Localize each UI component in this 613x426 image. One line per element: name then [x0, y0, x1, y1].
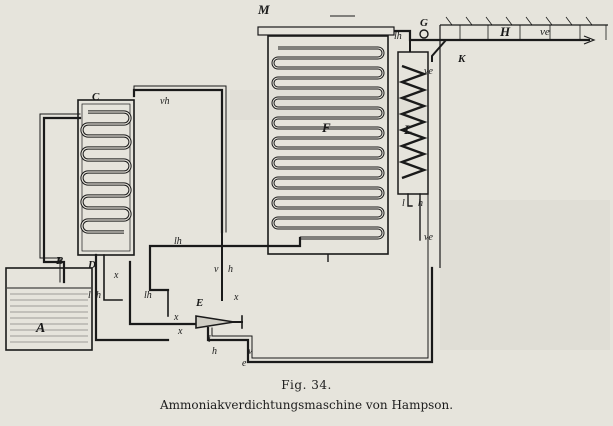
label-h-bottom: h — [212, 346, 217, 357]
label-ve-right: ve — [424, 232, 433, 243]
label-x-e3: x — [177, 326, 183, 337]
label-f: F — [321, 120, 331, 135]
label-h-right: h — [418, 198, 423, 209]
label-ve-top: ve — [540, 26, 550, 38]
figure-caption: Ammoniakverdichtungsmaschine von Hampson… — [159, 398, 454, 412]
label-g: G — [420, 17, 428, 29]
label-k: K — [457, 53, 466, 65]
top-piping — [257, 15, 608, 268]
label-h-mid: h — [228, 264, 233, 275]
label-a: A — [35, 321, 45, 336]
label-e-bottom: e — [242, 358, 247, 369]
figure-number: Fig. 34. — [281, 378, 332, 392]
label-e: E — [195, 297, 203, 309]
label-h: H — [499, 24, 511, 39]
label-v-bottom: v — [248, 346, 253, 357]
tank-a — [5, 267, 93, 351]
condenser-f — [267, 35, 389, 262]
background-text-bleed — [230, 90, 610, 350]
label-h-left: h — [96, 290, 101, 301]
diagram-labels: M G lh H ve K ve C vh F L l h ve A B D x… — [35, 2, 550, 369]
label-lh-left: lh — [144, 290, 152, 301]
label-x-d: x — [113, 270, 119, 281]
label-l-left: l — [88, 290, 91, 301]
label-ve-coil: ve — [424, 66, 433, 77]
label-b: B — [55, 255, 63, 267]
label-l-bottom: l — [208, 334, 211, 345]
label-m: M — [257, 2, 270, 17]
label-x-e2: x — [173, 312, 179, 323]
label-v-mid: v — [214, 264, 219, 275]
label-c: C — [92, 91, 100, 103]
label-lh-mid: lh — [174, 236, 182, 247]
label-x-e1: x — [233, 292, 239, 303]
pipework — [39, 85, 434, 364]
label-l: L — [403, 122, 412, 137]
label-vh-top: vh — [160, 96, 169, 107]
label-lh-top: lh — [394, 31, 402, 42]
spiral-exchanger-l — [397, 51, 429, 195]
label-d: D — [87, 259, 96, 271]
label-l-right: l — [402, 198, 405, 209]
exchanger-c — [77, 99, 135, 256]
